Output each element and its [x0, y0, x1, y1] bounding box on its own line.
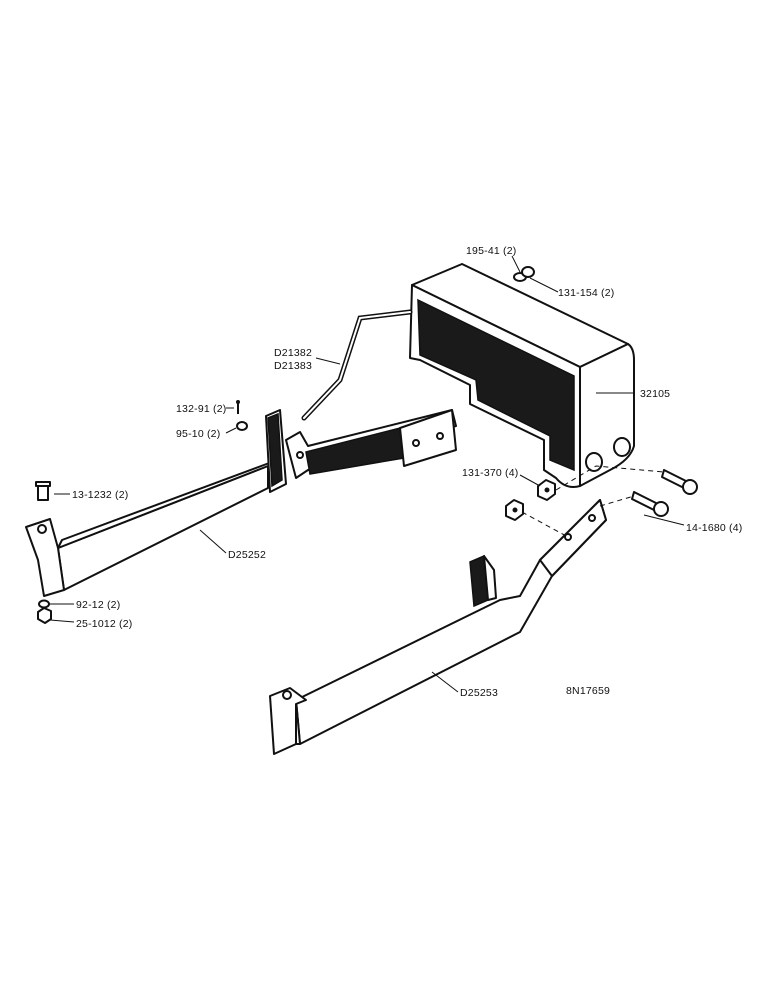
bolt-14-1680-upper [661, 469, 698, 495]
label-132-91: 132-91 (2) [176, 403, 226, 415]
nut-131-154 [521, 266, 535, 278]
label-25-1012: 25-1012 (2) [76, 618, 132, 630]
washer-95-10 [236, 421, 248, 431]
label-95-10: 95-10 (2) [176, 428, 220, 440]
label-14-1680: 14-1680 (4) [686, 522, 742, 534]
label-131-370: 131-370 (4) [462, 467, 518, 479]
bolt-13-1232 [35, 481, 51, 501]
cotter-pin-132-91 [236, 400, 240, 414]
rail-D25252 [25, 409, 457, 597]
label-D21383: D21383 [274, 360, 312, 372]
lockwasher-92-12 [38, 599, 50, 609]
counterweight-32105 [409, 263, 635, 488]
drawing-number: 8N17659 [566, 685, 610, 697]
label-32105: 32105 [640, 388, 670, 400]
nut-25-1012 [37, 607, 52, 624]
label-131-154: 131-154 (2) [558, 287, 614, 299]
rod-D21382 [301, 309, 413, 421]
nut-131-370-upper [537, 479, 556, 501]
nut-131-370-lower [505, 499, 524, 521]
assembly-line-upper [555, 465, 665, 491]
label-92-12: 92-12 (2) [76, 599, 120, 611]
label-13-1232: 13-1232 (2) [72, 489, 128, 501]
label-D21382: D21382 [274, 347, 312, 359]
rail-D25253 [269, 499, 607, 755]
label-D25252: D25252 [228, 549, 266, 561]
leader-lines [48, 255, 685, 693]
label-D25253: D25253 [460, 687, 498, 699]
assembly-line-lower [521, 495, 635, 538]
bolt-14-1680-lower [631, 491, 669, 517]
label-195-41: 195-41 (2) [466, 245, 516, 257]
